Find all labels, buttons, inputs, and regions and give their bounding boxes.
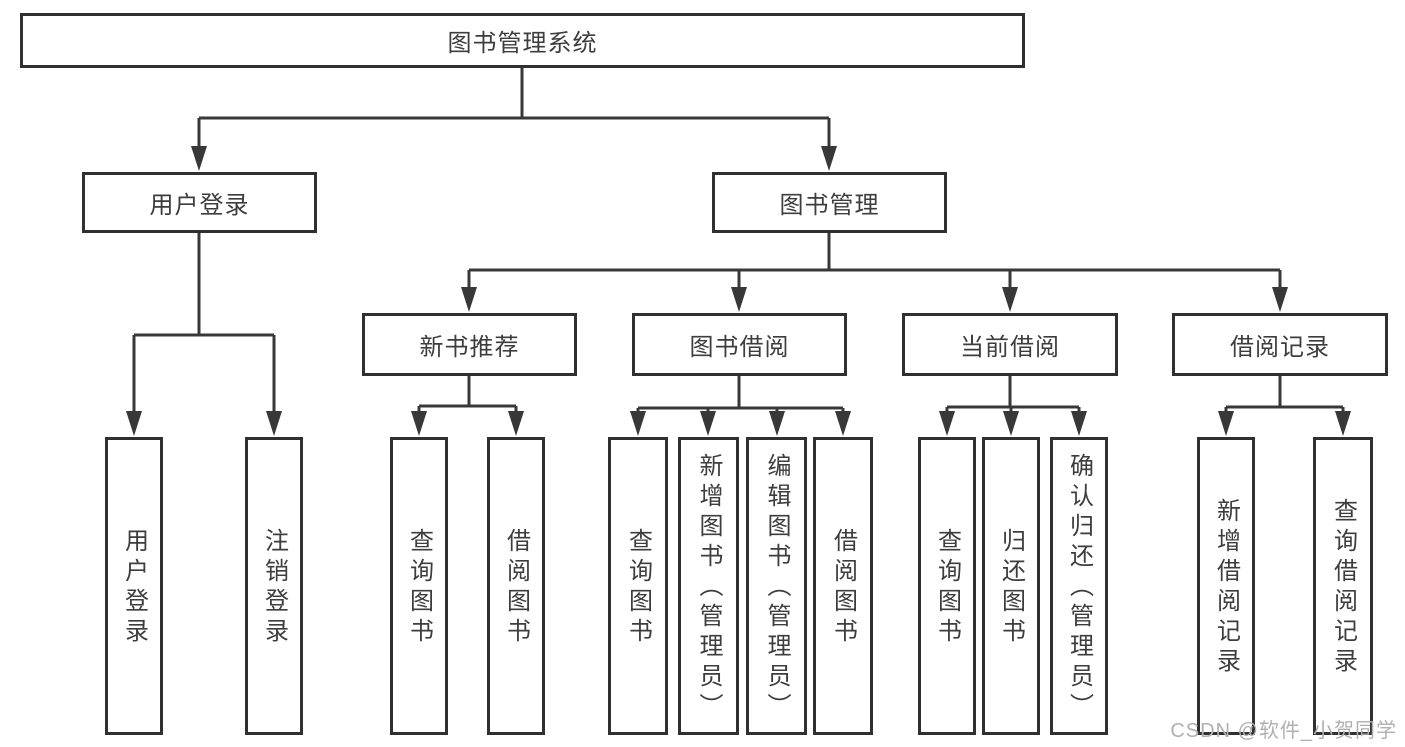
leaf-borrow-books: 借阅图书 [813,437,873,735]
leaf-add-borrow-record: 新增借阅记录 [1197,437,1255,735]
node-user-login: 用户登录 [82,172,317,233]
leaf-logout: 注销登录 [245,437,303,735]
node-borrowing-records: 借阅记录 [1172,313,1388,376]
leaf-return-books: 归还图书 [982,437,1040,735]
leaf-confirm-return-admin: 确认归还（管理员） [1050,437,1108,735]
leaf-borrow-books-recommend: 借阅图书 [487,437,545,735]
watermark: CSDN @软件_小贺同学 [1170,720,1397,742]
leaf-query-books-current: 查询图书 [918,437,976,735]
leaf-add-books-admin: 新增图书（管理员） [678,437,739,735]
leaf-edit-books-admin: 编辑图书（管理员） [746,437,807,735]
node-library-management-system: 图书管理系统 [20,13,1025,68]
leaf-query-borrow-record: 查询借阅记录 [1313,437,1373,735]
node-current-borrowing: 当前借阅 [902,313,1118,376]
node-book-borrowing: 图书借阅 [632,313,847,376]
leaf-query-books-recommend: 查询图书 [390,437,448,735]
node-new-book-recommendation: 新书推荐 [362,313,577,376]
node-book-management: 图书管理 [712,172,947,233]
leaf-query-books-borrow: 查询图书 [608,437,668,735]
leaf-user-login: 用户登录 [105,437,163,735]
